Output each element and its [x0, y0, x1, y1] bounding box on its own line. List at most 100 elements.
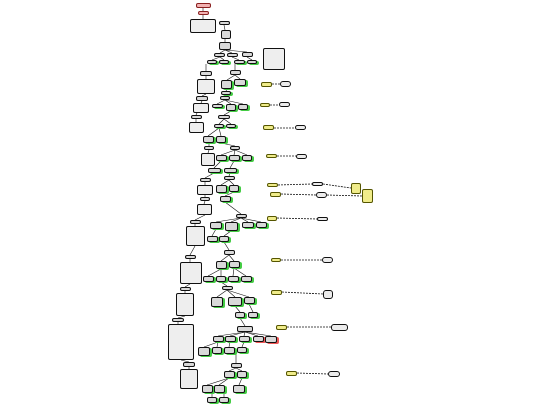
diagram-node[interactable]: [286, 371, 297, 376]
diagram-node[interactable]: [256, 222, 267, 228]
diagram-node[interactable]: [238, 104, 248, 110]
diagram-node[interactable]: [280, 81, 291, 87]
diagram-node[interactable]: [213, 336, 224, 342]
diagram-node[interactable]: [201, 153, 215, 166]
diagram-node[interactable]: [224, 168, 237, 173]
diagram-node[interactable]: [198, 11, 209, 15]
diagram-node[interactable]: [207, 60, 217, 64]
diagram-node[interactable]: [224, 250, 235, 255]
diagram-node[interactable]: [222, 286, 233, 290]
diagram-node[interactable]: [185, 255, 196, 259]
diagram-node[interactable]: [180, 369, 198, 389]
diagram-node[interactable]: [237, 371, 247, 378]
diagram-node[interactable]: [230, 70, 241, 75]
diagram-node[interactable]: [225, 336, 236, 342]
diagram-node[interactable]: [203, 276, 214, 282]
diagram-node[interactable]: [242, 222, 254, 228]
diagram-node[interactable]: [211, 297, 223, 307]
diagram-node[interactable]: [221, 91, 231, 95]
diagram-node[interactable]: [267, 216, 277, 221]
diagram-node[interactable]: [229, 261, 240, 268]
diagram-node[interactable]: [221, 30, 231, 39]
diagram-node[interactable]: [196, 3, 211, 8]
diagram-node[interactable]: [266, 154, 277, 158]
diagram-node[interactable]: [263, 48, 285, 70]
diagram-node[interactable]: [234, 79, 246, 86]
diagram-node[interactable]: [261, 82, 272, 87]
diagram-node[interactable]: [212, 104, 223, 108]
diagram-node[interactable]: [237, 347, 247, 353]
diagram-node[interactable]: [228, 297, 242, 306]
diagram-node[interactable]: [200, 178, 211, 182]
diagram-node[interactable]: [267, 183, 278, 187]
diagram-node[interactable]: [328, 371, 340, 377]
diagram-node[interactable]: [228, 276, 239, 282]
diagram-node[interactable]: [216, 276, 226, 282]
diagram-node[interactable]: [235, 312, 245, 318]
diagram-node[interactable]: [180, 287, 191, 291]
diagram-node[interactable]: [225, 222, 238, 231]
diagram-node[interactable]: [276, 325, 287, 330]
diagram-node[interactable]: [263, 125, 274, 130]
diagram-node[interactable]: [207, 397, 217, 403]
diagram-node[interactable]: [323, 290, 333, 299]
diagram-node[interactable]: [229, 155, 240, 161]
diagram-node[interactable]: [219, 21, 230, 25]
diagram-node[interactable]: [270, 192, 281, 197]
diagram-node[interactable]: [200, 197, 210, 201]
diagram-node[interactable]: [218, 115, 230, 119]
diagram-node[interactable]: [239, 336, 250, 342]
diagram-node[interactable]: [197, 185, 213, 195]
diagram-node[interactable]: [317, 217, 328, 221]
diagram-node[interactable]: [207, 236, 218, 242]
diagram-node[interactable]: [202, 385, 213, 393]
diagram-node[interactable]: [295, 125, 306, 130]
diagram-node[interactable]: [183, 362, 195, 367]
diagram-node[interactable]: [226, 104, 236, 111]
diagram-node[interactable]: [190, 220, 201, 224]
diagram-node[interactable]: [220, 96, 230, 100]
diagram-node[interactable]: [172, 318, 184, 322]
diagram-node[interactable]: [196, 96, 208, 101]
diagram-node[interactable]: [203, 136, 214, 143]
diagram-node[interactable]: [242, 155, 252, 161]
diagram-node[interactable]: [296, 154, 307, 159]
diagram-node[interactable]: [265, 336, 277, 343]
diagram-node[interactable]: [231, 363, 242, 368]
diagram-node[interactable]: [271, 258, 281, 262]
diagram-node[interactable]: [219, 60, 229, 64]
diagram-node[interactable]: [271, 290, 282, 295]
diagram-node[interactable]: [237, 326, 253, 332]
diagram-node[interactable]: [331, 324, 348, 331]
diagram-node[interactable]: [253, 336, 264, 342]
diagram-node[interactable]: [212, 347, 222, 354]
diagram-node[interactable]: [197, 79, 215, 94]
diagram-node[interactable]: [214, 124, 224, 128]
diagram-node[interactable]: [362, 189, 373, 203]
diagram-node[interactable]: [248, 312, 258, 318]
diagram-node[interactable]: [214, 53, 225, 57]
diagram-node[interactable]: [224, 347, 235, 354]
diagram-node[interactable]: [351, 183, 361, 194]
diagram-node[interactable]: [322, 257, 333, 263]
diagram-node[interactable]: [216, 185, 227, 193]
diagram-node[interactable]: [214, 385, 225, 393]
diagram-node[interactable]: [198, 347, 210, 356]
diagram-node[interactable]: [221, 80, 232, 89]
diagram-node[interactable]: [316, 192, 327, 198]
diagram-node[interactable]: [219, 397, 229, 403]
diagram-node[interactable]: [224, 176, 235, 180]
diagram-node[interactable]: [191, 115, 202, 119]
diagram-node[interactable]: [208, 168, 221, 173]
diagram-node[interactable]: [260, 103, 270, 107]
diagram-node[interactable]: [236, 214, 247, 218]
diagram-node[interactable]: [233, 385, 245, 393]
diagram-node[interactable]: [168, 324, 194, 360]
diagram-node[interactable]: [247, 60, 257, 64]
diagram-node[interactable]: [216, 261, 227, 269]
diagram-node[interactable]: [312, 182, 323, 186]
diagram-node[interactable]: [219, 42, 231, 50]
diagram-node[interactable]: [242, 52, 253, 57]
diagram-node[interactable]: [219, 236, 229, 242]
diagram-node[interactable]: [241, 276, 252, 282]
